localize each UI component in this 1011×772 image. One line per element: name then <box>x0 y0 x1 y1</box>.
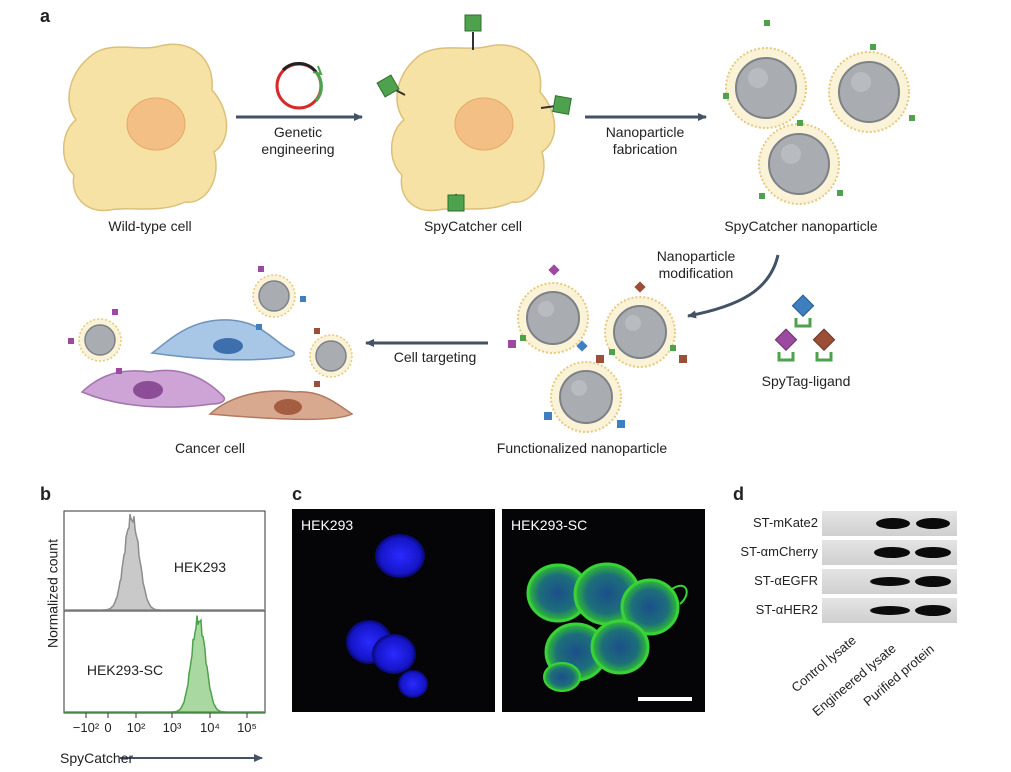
x-tick-label: 10⁵ <box>237 720 257 735</box>
blot-row-label: ST-αEGFR <box>754 573 818 588</box>
histogram-plot <box>63 510 266 762</box>
x-tick-label: 10⁴ <box>199 720 221 735</box>
blot-row-label: ST-αmCherry <box>740 544 818 559</box>
micrograph-hek293-sc-image <box>526 562 692 701</box>
blot-band <box>874 547 910 558</box>
blot-strip <box>822 569 957 594</box>
x-tick-label: −10² <box>72 720 100 735</box>
blot-band <box>870 606 910 615</box>
blot-strip <box>822 540 957 565</box>
functionalized-nanoparticle-group <box>508 264 687 433</box>
micrograph-hek293-image <box>346 534 428 698</box>
panel-letter-b: b <box>40 484 51 504</box>
label-spycatcher-cell: SpyCatcher cell <box>423 218 523 234</box>
blot-strip <box>822 598 957 623</box>
histogram-legend-hek293-sc: HEK293-SC <box>86 662 164 678</box>
panel-letter-a: a <box>40 6 51 26</box>
blot-band <box>916 518 950 529</box>
micrograph-label-hek293-sc: HEK293-SC <box>511 517 588 533</box>
label-spycatcher-nanoparticle: SpyCatcher nanoparticle <box>724 218 878 234</box>
label-spytag-ligand: SpyTag-ligand <box>761 373 851 389</box>
wild-type-cell <box>62 43 228 212</box>
plasmid-icon <box>275 62 323 110</box>
blot-strip <box>822 511 957 536</box>
x-tick-label: 10³ <box>162 720 182 735</box>
blot-band <box>915 605 951 616</box>
label-cancer-cell: Cancer cell <box>174 440 246 456</box>
label-nanoparticle-modification-2: modification <box>658 265 734 281</box>
label-genetic-engineering-2: engineering <box>261 141 335 157</box>
micrograph-hek293: HEK293 <box>292 509 495 712</box>
histogram-series-hek293-sc <box>64 615 265 713</box>
histogram-ylabel: Normalized count <box>44 539 61 648</box>
blot-band <box>870 577 910 586</box>
spycatcher-cell <box>376 14 572 212</box>
histogram-series-hek293 <box>64 514 265 611</box>
x-tick-label: 10² <box>126 720 146 735</box>
blot-band <box>876 518 910 529</box>
label-nanoparticle-fabrication-1: Nanoparticle <box>605 124 685 140</box>
blot-row-label: ST-αHER2 <box>755 602 818 617</box>
cancer-cells <box>68 266 354 420</box>
spycatcher-nanoparticle-group <box>723 20 915 205</box>
histogram-legend-hek293: HEK293 <box>173 559 227 575</box>
scale-bar <box>638 697 692 701</box>
blot-row-label: ST-mKate2 <box>752 515 818 530</box>
micrograph-label-hek293: HEK293 <box>301 517 354 533</box>
label-nanoparticle-modification-1: Nanoparticle <box>656 248 736 264</box>
label-cell-targeting: Cell targeting <box>393 349 477 365</box>
panel-letter-c: c <box>292 484 303 504</box>
spytag-ligand-icon <box>774 294 836 362</box>
blot-band <box>915 576 951 587</box>
x-tick-label: 0 <box>104 720 112 735</box>
blot-band <box>915 547 951 558</box>
label-nanoparticle-fabrication-2: fabrication <box>612 141 678 157</box>
histogram-xlabel: SpyCatcher <box>60 750 134 766</box>
panel-letter-d: d <box>733 484 744 504</box>
micrograph-hek293-sc: HEK293-SC <box>502 509 705 712</box>
label-genetic-engineering-1: Genetic <box>273 124 323 140</box>
arrow-nanoparticle-modification <box>687 254 780 319</box>
label-wild-type-cell: Wild-type cell <box>108 218 192 234</box>
label-functionalized-nanoparticle: Functionalized nanoparticle <box>496 440 668 456</box>
